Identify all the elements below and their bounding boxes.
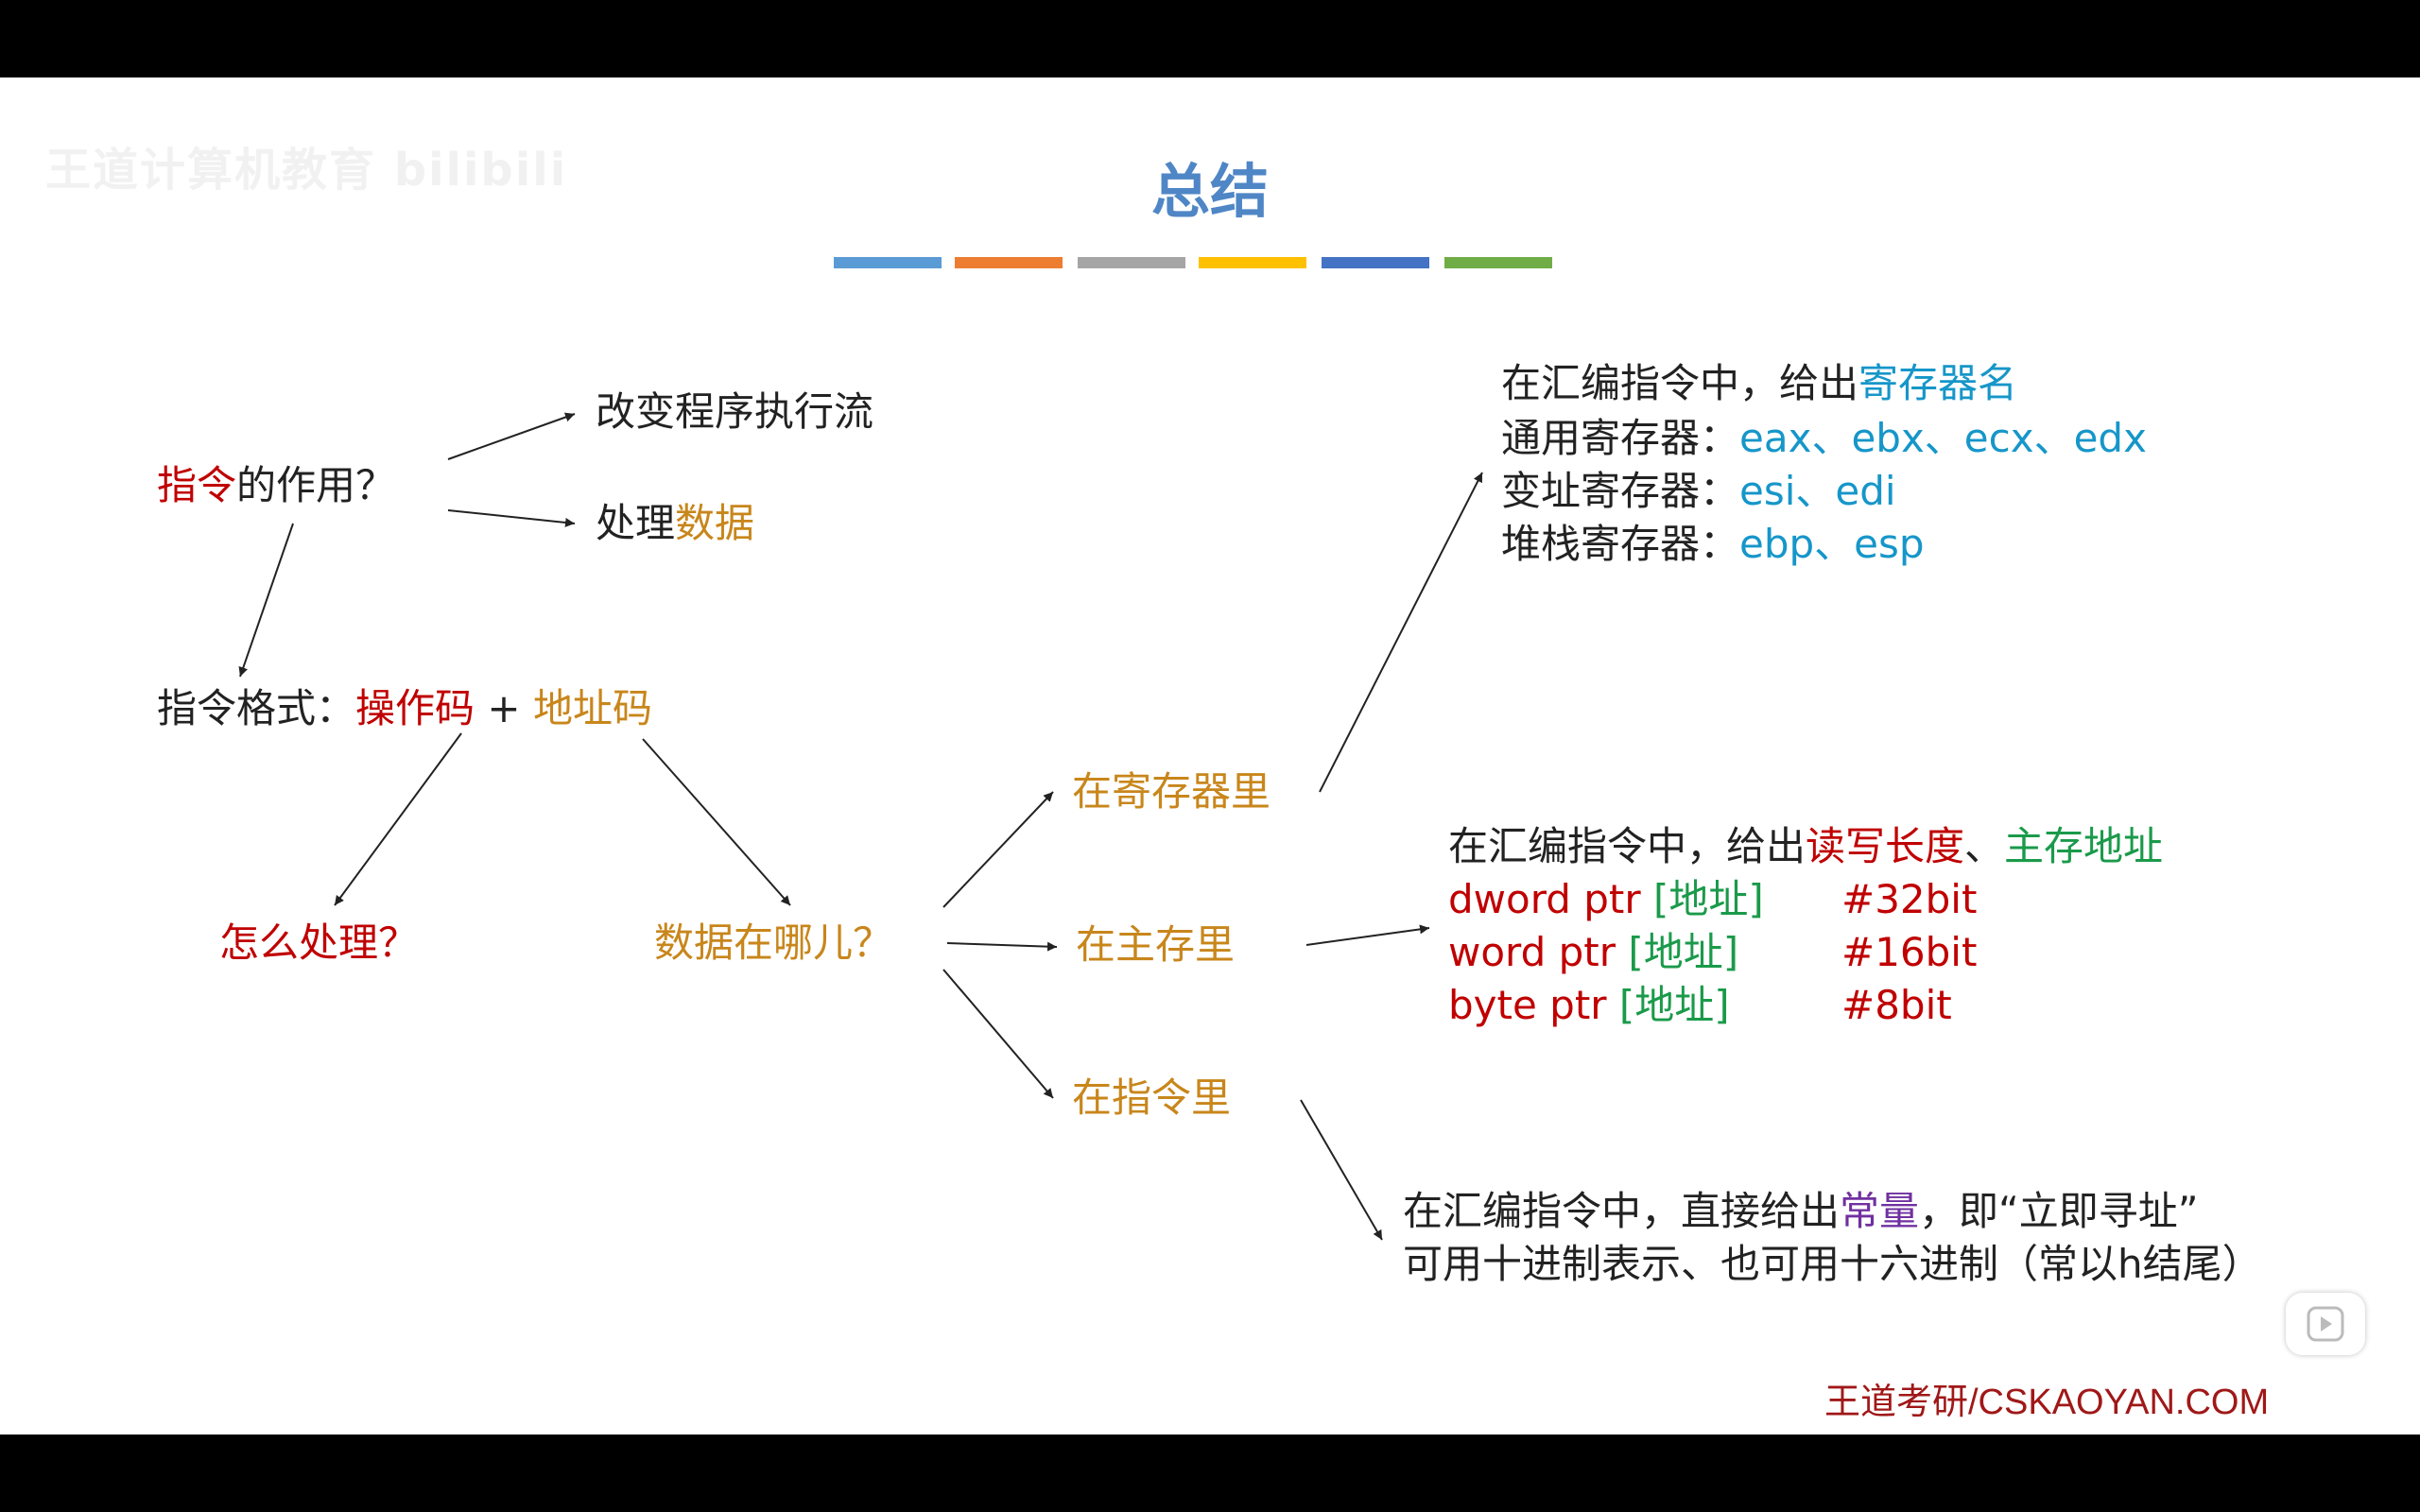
register-line-3: 变址寄存器：esi、edi [1501, 465, 1896, 518]
accent-bar-3 [1078, 257, 1185, 268]
play-button[interactable] [2286, 1293, 2365, 1355]
node-role-highlight: 指令 [157, 462, 237, 508]
node-where: 数据在哪儿？ [654, 919, 893, 966]
arrow-role-to-flow [447, 412, 576, 460]
memory-row-2-bits: #16bit [1841, 929, 1978, 975]
process-data-highlight: 数据 [675, 500, 755, 546]
register-line-3-vals: esi、edi [1739, 468, 1896, 514]
node-in-instruction: 在指令里 [1072, 1074, 1232, 1121]
register-line-1-pre: 在汇编指令中，给出 [1501, 360, 1859, 406]
immediate-line-1-pre: 在汇编指令中，直接给出 [1403, 1188, 1841, 1234]
register-line-3-label: 变址寄存器： [1501, 468, 1740, 514]
immediate-line-1: 在汇编指令中，直接给出常量，即“立即寻址” [1403, 1185, 2199, 1238]
register-line-4: 堆栈寄存器：ebp、esp [1501, 518, 1925, 571]
watermark: 王道计算机教育 bilibili [45, 144, 568, 197]
node-change-flow: 改变程序执行流 [596, 388, 874, 435]
node-instruction-role: 指令的作用？ [157, 459, 395, 512]
node-in-register: 在寄存器里 [1072, 768, 1271, 815]
immediate-line-2: 可用十进制表示、也可用十六进制（常以h结尾） [1403, 1241, 2262, 1287]
memory-row-3-addr: [地址] [1618, 982, 1730, 1028]
register-line-4-label: 堆栈寄存器： [1501, 521, 1740, 567]
register-line-4-vals: ebp、esp [1739, 521, 1925, 567]
memory-row-dword: dword ptr [地址] [1448, 873, 1764, 926]
arrow-register-to-box [1319, 472, 1483, 793]
slide-title: 总结 [1150, 157, 1269, 226]
register-line-2: 通用寄存器：eax、ebx、ecx、edx [1501, 412, 2147, 465]
memory-row-2-addr: [地址] [1628, 929, 1739, 975]
accent-bar-4 [1199, 257, 1306, 268]
format-address-code: 地址码 [532, 685, 652, 731]
memory-line-1-pre: 在汇编指令中，给出 [1448, 823, 1806, 869]
memory-line-1: 在汇编指令中，给出读写长度、主存地址 [1448, 820, 2163, 873]
arrows-layer [238, 412, 1483, 1241]
memory-line-1-hl2: 主存地址 [2004, 823, 2164, 869]
arrow-where-to-instruction [942, 969, 1054, 1099]
node-how: 怎么处理？ [219, 919, 419, 966]
node-in-memory: 在主存里 [1076, 921, 1236, 968]
accent-bar-1 [834, 257, 942, 268]
accent-bar-5 [1322, 257, 1429, 268]
register-line-2-vals: eax、ebx、ecx、edx [1739, 415, 2147, 461]
memory-line-1-hl1: 读写长度 [1806, 823, 1965, 869]
memory-row-2-ptr: word ptr [1448, 929, 1629, 975]
immediate-line-1-hl: 常量 [1840, 1188, 1920, 1234]
memory-row-byte: byte ptr [地址] [1448, 979, 1730, 1032]
process-data-pre: 处理 [596, 500, 676, 546]
slide: 王道计算机教育 bilibili 总结 指令的作用？ 改变程序执行流 [0, 77, 2420, 1435]
arrow-role-to-format [238, 523, 294, 678]
memory-row-1-bits: #32bit [1841, 876, 1978, 922]
arrow-memory-to-box [1305, 924, 1430, 946]
register-line-1-hl: 寄存器名 [1858, 360, 2018, 406]
node-role-rest: 的作用？ [236, 462, 396, 508]
arrow-instruction-to-box [1300, 1099, 1383, 1241]
memory-row-word: word ptr [地址] [1448, 926, 1738, 979]
arrow-addr-to-where [642, 738, 791, 906]
arrow-where-to-memory [946, 941, 1058, 952]
node-instruction-format: 指令格式：操作码 + 地址码 [157, 682, 652, 735]
register-line-2-label: 通用寄存器： [1501, 415, 1740, 461]
node-process-data: 处理数据 [596, 497, 754, 550]
play-icon [2307, 1306, 2344, 1342]
accent-bar-6 [1444, 257, 1552, 268]
memory-row-1-addr: [地址] [1653, 876, 1764, 922]
arrow-opcode-to-how [334, 732, 462, 906]
immediate-line-1-post: ，即“立即寻址” [1919, 1188, 2199, 1234]
register-line-1: 在汇编指令中，给出寄存器名 [1501, 357, 2017, 410]
memory-line-1-sep: 、 [1964, 823, 2005, 869]
memory-row-3-ptr: byte ptr [1448, 982, 1619, 1028]
format-opcode: 操作码 [355, 685, 475, 731]
accent-bar-2 [955, 257, 1063, 268]
footer-brand: 王道考研/CSKAOYAN.COM [1824, 1383, 2270, 1422]
arrow-where-to-register [942, 791, 1054, 908]
arrow-role-to-data [447, 509, 576, 527]
memory-row-3-bits: #8bit [1841, 982, 1952, 1028]
format-pre: 指令格式： [157, 685, 356, 731]
format-plus: + [475, 685, 533, 731]
memory-row-1-ptr: dword ptr [1448, 876, 1653, 922]
